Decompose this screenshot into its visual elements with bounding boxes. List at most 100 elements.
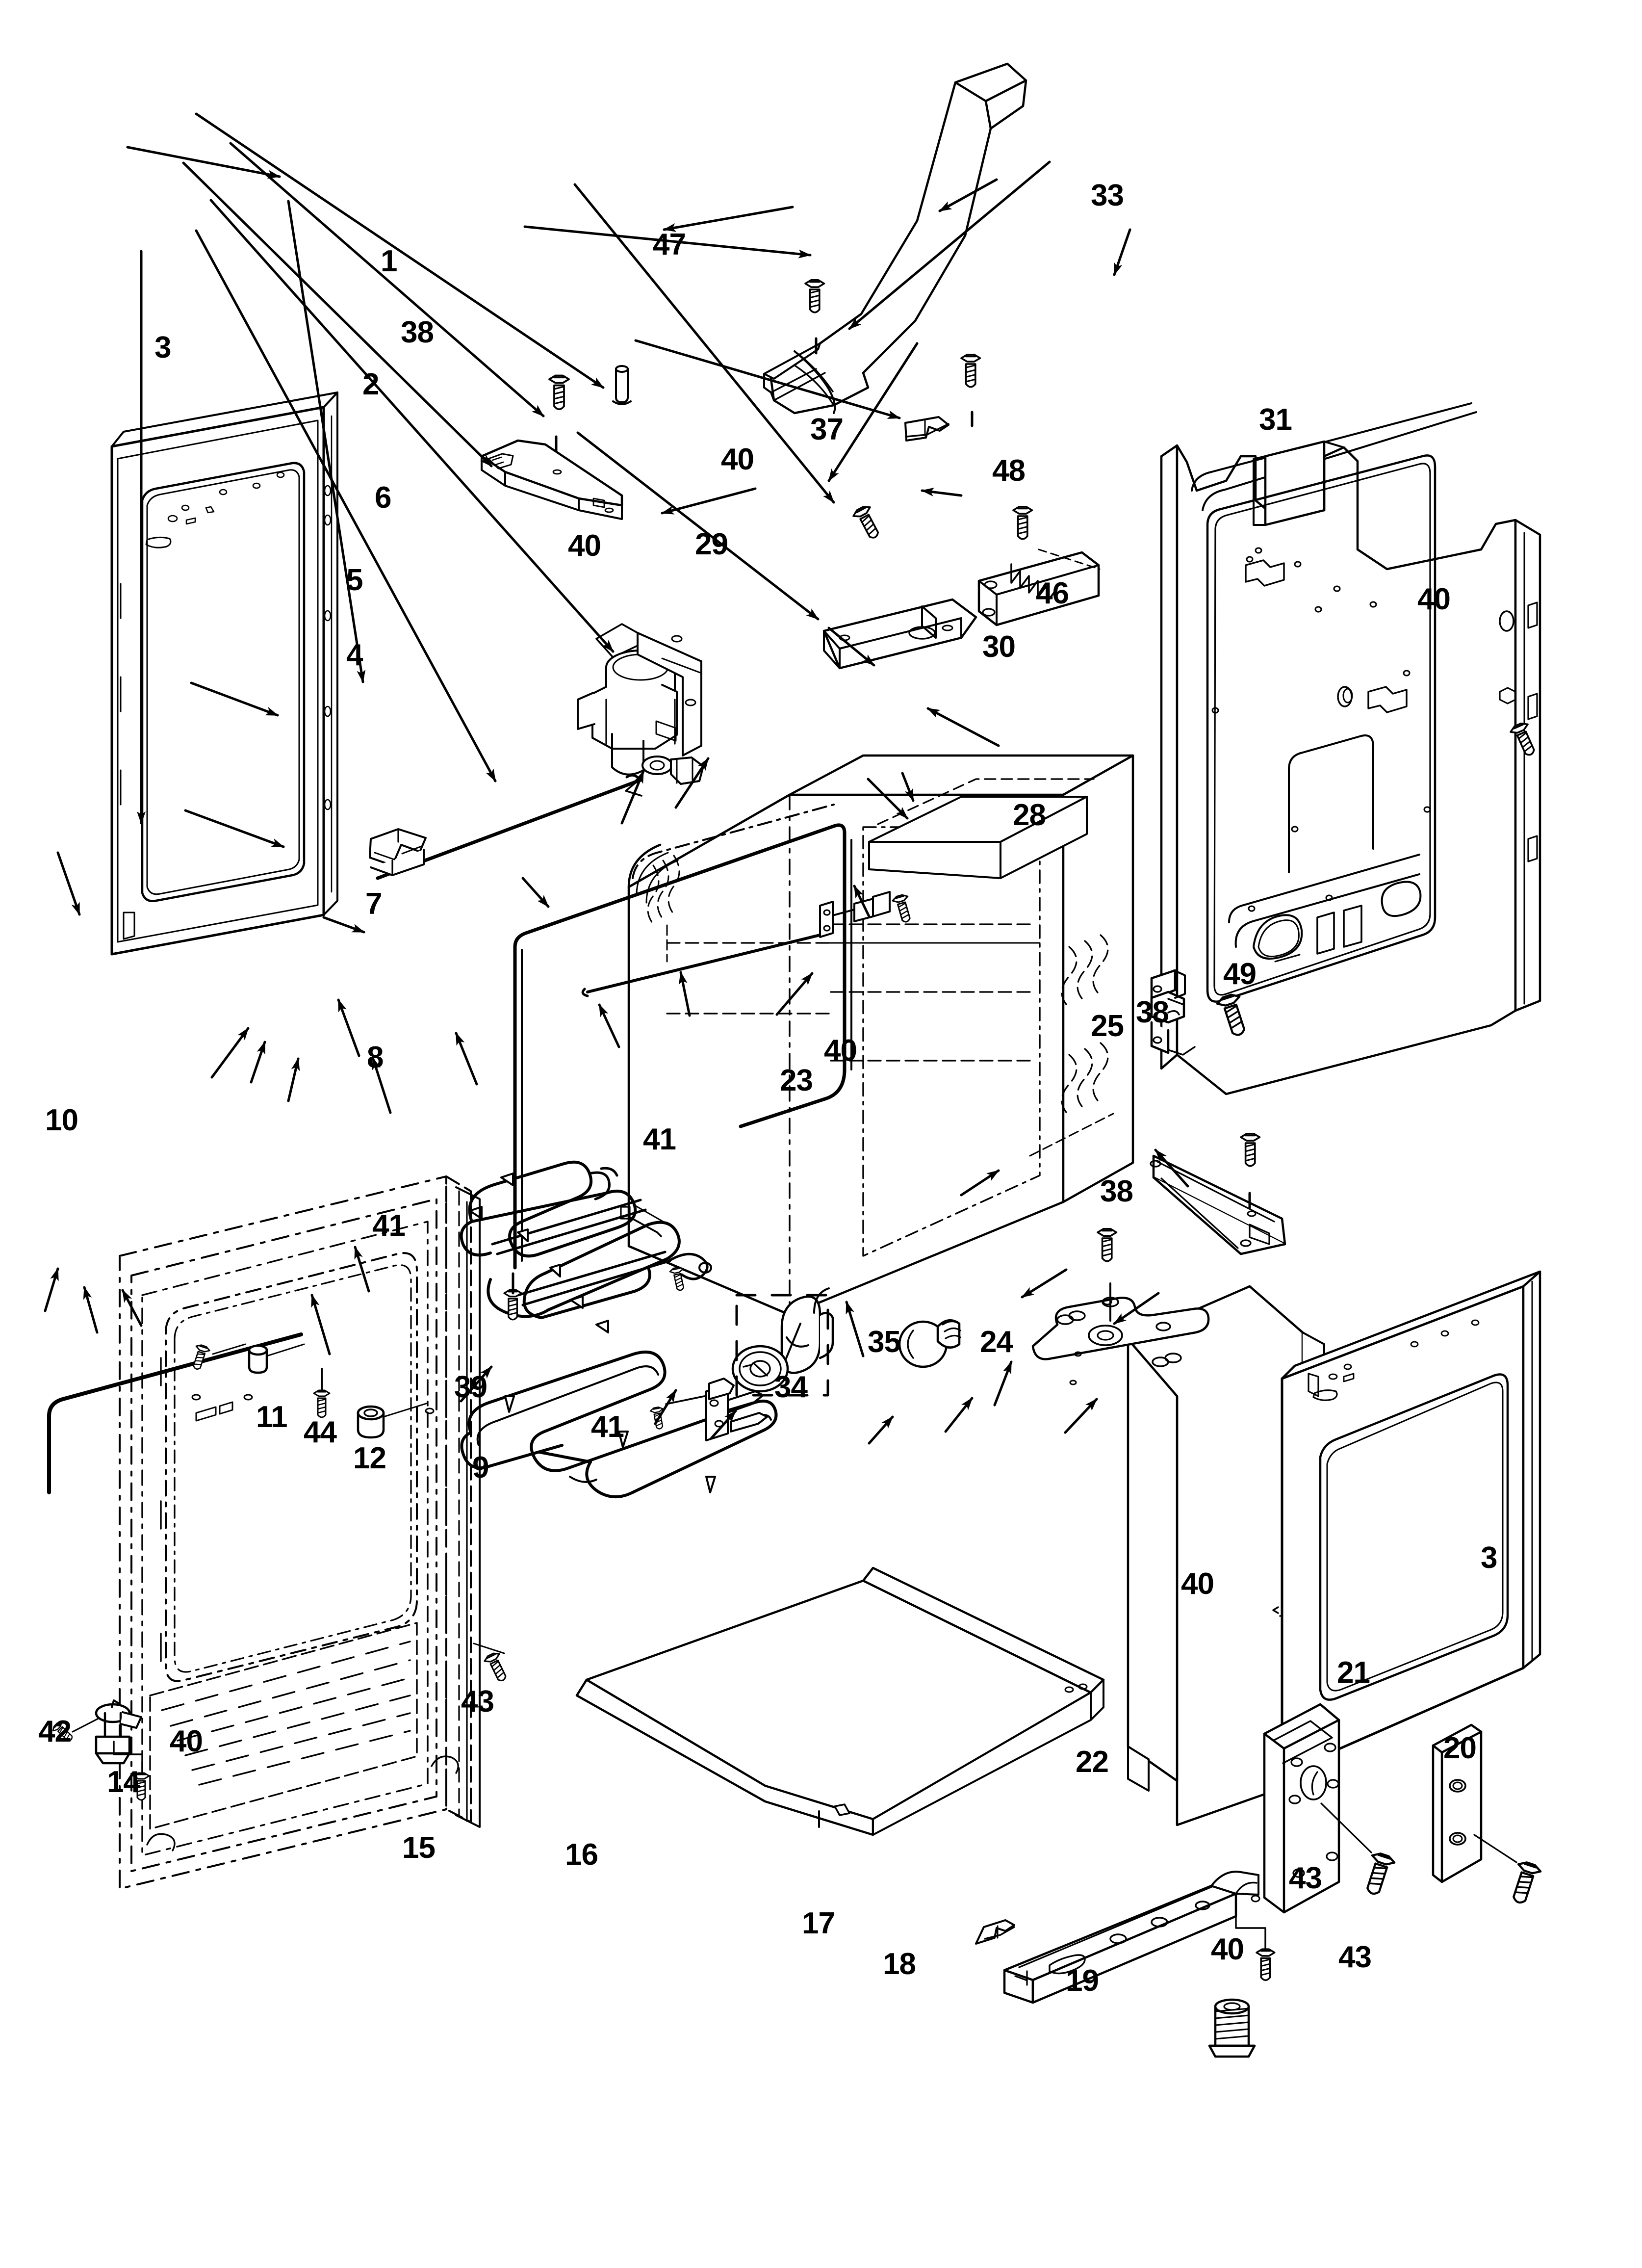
callout-number-41: 41: [643, 1122, 676, 1156]
part-38-screw-bracket: [1098, 1229, 1116, 1261]
part-25-diagonal-brace: [1150, 1154, 1286, 1255]
part-29-terminal-bracket: [822, 598, 977, 670]
callout-number-11: 11: [256, 1400, 288, 1434]
part-14-leveling-stud: [95, 1699, 142, 1765]
callout-number-48: 48: [992, 454, 1026, 488]
part-46-screw: [1013, 507, 1032, 539]
callout-number-1: 1: [381, 244, 397, 278]
callout-number-40: 40: [721, 443, 754, 476]
part-10-seal-wire: [47, 1332, 303, 1418]
callout-number-40: 40: [1211, 1932, 1244, 1966]
part-11-spacer: [248, 1343, 305, 1374]
part-35-light-bulb: [898, 1319, 961, 1368]
part-2-latch-bracket: [480, 439, 623, 520]
callout-number-4: 4: [346, 638, 363, 672]
part-20-strap-plate: [1432, 1723, 1517, 1883]
part-15-front-frame: [119, 1175, 481, 1890]
callout-number-40: 40: [824, 1034, 857, 1068]
callout-number-19: 19: [1066, 1964, 1099, 1998]
callout-number-39: 39: [454, 1370, 487, 1404]
callout-number-44: 44: [304, 1415, 337, 1449]
callout-number-43: 43: [1289, 1861, 1322, 1895]
part-12-grommet: [357, 1402, 429, 1439]
part-19-leveling-leg: [1208, 1998, 1256, 2058]
callout-number-3: 3: [1481, 1541, 1497, 1575]
callout-number-38: 38: [401, 315, 434, 349]
part-3-left-door-frame: [110, 391, 338, 956]
part-43-screw-left: [483, 1651, 511, 1684]
part-4-keeper-clip: [369, 828, 427, 876]
part-37-clip: [904, 416, 949, 442]
part-33-handle-bracket: [763, 62, 1027, 415]
part-34-light-socket: [731, 1287, 834, 1397]
callout-number-7: 7: [365, 887, 382, 921]
part-30-terminal-block: [977, 551, 1100, 626]
callout-number-29: 29: [695, 527, 728, 561]
part-40-screw-terminal: [852, 504, 884, 542]
callout-number-38: 38: [1136, 995, 1169, 1029]
part-43-screw-bracket: [1361, 1851, 1396, 1897]
callout-number-23: 23: [780, 1064, 813, 1097]
callout-number-21: 21: [1337, 1656, 1370, 1690]
callout-number-24: 24: [980, 1325, 1013, 1359]
part-31-rear-panel: [1160, 402, 1541, 1095]
callout-number-14: 14: [107, 1765, 140, 1799]
part-7-element-rod: [513, 823, 852, 1270]
callout-number-41: 41: [591, 1410, 624, 1444]
callout-number-35: 35: [868, 1325, 901, 1359]
callout-number-5: 5: [346, 563, 363, 597]
part-43-screw-right: [1507, 1860, 1542, 1906]
callout-number-18: 18: [883, 1947, 916, 1981]
callout-number-40: 40: [1181, 1567, 1214, 1601]
part-3-right-door-frame: [1281, 1270, 1541, 1775]
part-38-screw-brace: [1241, 1134, 1259, 1166]
callout-number-31: 31: [1259, 403, 1292, 437]
callout-number-49: 49: [1223, 957, 1257, 991]
callout-number-17: 17: [802, 1906, 835, 1940]
leader-lines: [44, 112, 1189, 1445]
part-1-pin: [612, 365, 632, 405]
part-23-temperature-sensor: [581, 891, 891, 997]
callout-number-33: 33: [1091, 179, 1124, 212]
part-6-door-lock-motor: [577, 623, 704, 797]
callout-number-37: 37: [810, 413, 844, 446]
callout-number-6: 6: [375, 481, 391, 515]
part-38-screw-top: [549, 376, 569, 410]
part-24-bracket-plate: [1031, 1297, 1210, 1385]
callout-number-3: 3: [154, 331, 171, 365]
part-28-rear-clip: [1150, 969, 1196, 1056]
callout-number-43: 43: [1338, 1940, 1372, 1974]
part-8-broil-element: [460, 1160, 712, 1333]
callout-number-8: 8: [367, 1041, 384, 1074]
callout-number-40: 40: [170, 1724, 203, 1758]
callout-number-38: 38: [1100, 1174, 1133, 1208]
part-48-screw: [961, 355, 980, 387]
callout-number-16: 16: [565, 1838, 598, 1872]
oven-cavity-liner: [620, 754, 1134, 1316]
part-16-bottom-panel: [575, 1566, 1105, 1836]
callout-number-47: 47: [653, 228, 686, 261]
callout-number-12: 12: [353, 1441, 386, 1475]
callout-number-40: 40: [568, 529, 601, 563]
callout-number-20: 20: [1443, 1731, 1477, 1765]
callout-number-15: 15: [402, 1831, 436, 1865]
callout-number-41: 41: [372, 1209, 406, 1243]
part-21-anti-tip-bracket: [1263, 1703, 1372, 1914]
callout-number-46: 46: [1036, 576, 1069, 610]
callout-number-28: 28: [1013, 798, 1046, 832]
part-17-clip: [975, 1919, 1015, 1945]
callout-number-22: 22: [1076, 1745, 1109, 1779]
part-44-screw: [313, 1389, 331, 1418]
callout-number-40: 40: [1417, 582, 1451, 616]
callout-number-2: 2: [362, 367, 379, 401]
callout-number-34: 34: [774, 1370, 808, 1404]
part-40-screw-bottom: [1257, 1949, 1275, 1980]
callout-number-9: 9: [472, 1451, 489, 1485]
part-39-screw: [188, 1343, 211, 1372]
callout-number-10: 10: [45, 1103, 78, 1137]
callout-number-42: 42: [38, 1715, 72, 1748]
callout-number-30: 30: [982, 630, 1016, 664]
callout-number-25: 25: [1091, 1009, 1124, 1043]
